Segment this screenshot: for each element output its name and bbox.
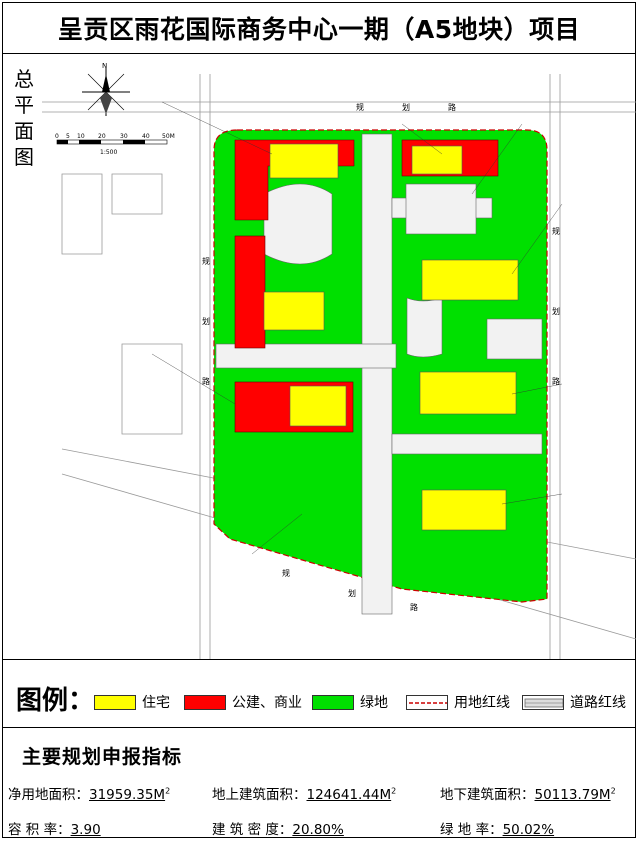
metric-value: 50113.79M [534, 787, 611, 803]
metric-green: 绿 地 率：50.02% [440, 818, 554, 838]
dashed-line-icon [406, 694, 448, 710]
legend: 图例： 住宅 公建、商业 绿地 用地红线 道路红线 [2, 662, 636, 728]
road-label: 路 [410, 602, 418, 612]
residential-swatch [94, 694, 136, 710]
page-title: 呈贡区雨花国际商务中心一期（A5地块）项目 [2, 2, 636, 54]
metric-unit-sup: 2 [165, 786, 171, 796]
legend-item-commercial: 公建、商业 [184, 692, 302, 712]
metric-value: 3.90 [70, 822, 101, 838]
scale-bar [56, 139, 168, 145]
scale-tick: 0 [55, 133, 59, 140]
road-label: 划 [348, 588, 356, 598]
metric-label: 容 积 率： [8, 822, 71, 838]
metrics-title: 主要规划申报指标 [22, 746, 183, 768]
legend-label: 道路红线 [570, 695, 626, 711]
legend-label: 公建、商业 [232, 695, 302, 711]
road-line-icon [522, 694, 564, 710]
road-label: 规 [202, 256, 210, 266]
north-arrow-icon [82, 68, 130, 116]
metric-value: 124641.44M [306, 787, 392, 803]
legend-label: 住宅 [142, 695, 170, 711]
north-label: N [102, 62, 107, 70]
scale-tick: 20 [98, 133, 106, 140]
metric-far: 容 积 率：3.90 [8, 818, 101, 838]
scale-tick: 50M [162, 133, 175, 140]
scale-tick: 5 [66, 133, 70, 140]
legend-title: 图例： [16, 686, 95, 716]
legend-item-road-line: 道路红线 [522, 692, 626, 712]
road-label: 规 [552, 226, 560, 236]
legend-item-site-line: 用地红线 [406, 692, 510, 712]
road-label: 路 [448, 102, 456, 112]
metric-label: 净用地面积： [8, 787, 89, 803]
residential-blocks [263, 143, 519, 531]
legend-label: 用地红线 [454, 695, 510, 711]
scale-tick: 40 [142, 133, 150, 140]
green-swatch [312, 694, 354, 710]
site-plan-drawing: N 0 5 10 20 30 40 50M 1:500 规 划 路 规 划 路 … [42, 62, 636, 659]
side-label: 总 平 面 图 [10, 66, 38, 170]
legend-item-residential: 住宅 [94, 692, 170, 712]
metric-value: 31959.35M [89, 787, 166, 803]
metric-label: 绿 地 率： [440, 822, 503, 838]
legend-item-green: 绿地 [312, 692, 388, 712]
commercial-swatch [184, 694, 226, 710]
road-label: 划 [202, 316, 210, 326]
metric-label: 地上建筑面积： [212, 787, 307, 803]
road-label: 划 [402, 102, 410, 112]
side-label-char: 面 [14, 119, 34, 143]
scale-tick: 30 [120, 133, 128, 140]
scale-ratio: 1:500 [100, 149, 117, 156]
road-label: 路 [552, 376, 560, 386]
legend-label: 绿地 [360, 695, 388, 711]
metric-label: 地下建筑面积： [440, 787, 535, 803]
metric-under-area: 地下建筑面积：50113.79M2 [440, 783, 616, 804]
metric-net-land: 净用地面积：31959.35M2 [8, 783, 171, 804]
metric-density: 建 筑 密 度：20.80% [212, 818, 344, 838]
road-label: 规 [356, 102, 364, 112]
side-label-char: 图 [14, 145, 34, 169]
side-label-char: 总 [14, 67, 34, 91]
metric-value: 20.80% [292, 822, 344, 838]
road-label: 路 [202, 376, 210, 386]
road-label: 规 [282, 568, 290, 578]
side-label-char: 平 [14, 93, 34, 117]
site-plan-map: N 0 5 10 20 30 40 50M 1:500 规 划 路 规 划 路 … [2, 54, 636, 660]
metric-unit-sup: 2 [391, 786, 397, 796]
scale-tick: 10 [77, 133, 85, 140]
metric-value: 50.02% [502, 822, 555, 838]
metric-unit-sup: 2 [610, 786, 616, 796]
road-label: 划 [552, 306, 560, 316]
metric-above-area: 地上建筑面积：124641.44M2 [212, 783, 397, 804]
metric-label: 建 筑 密 度： [212, 822, 293, 838]
